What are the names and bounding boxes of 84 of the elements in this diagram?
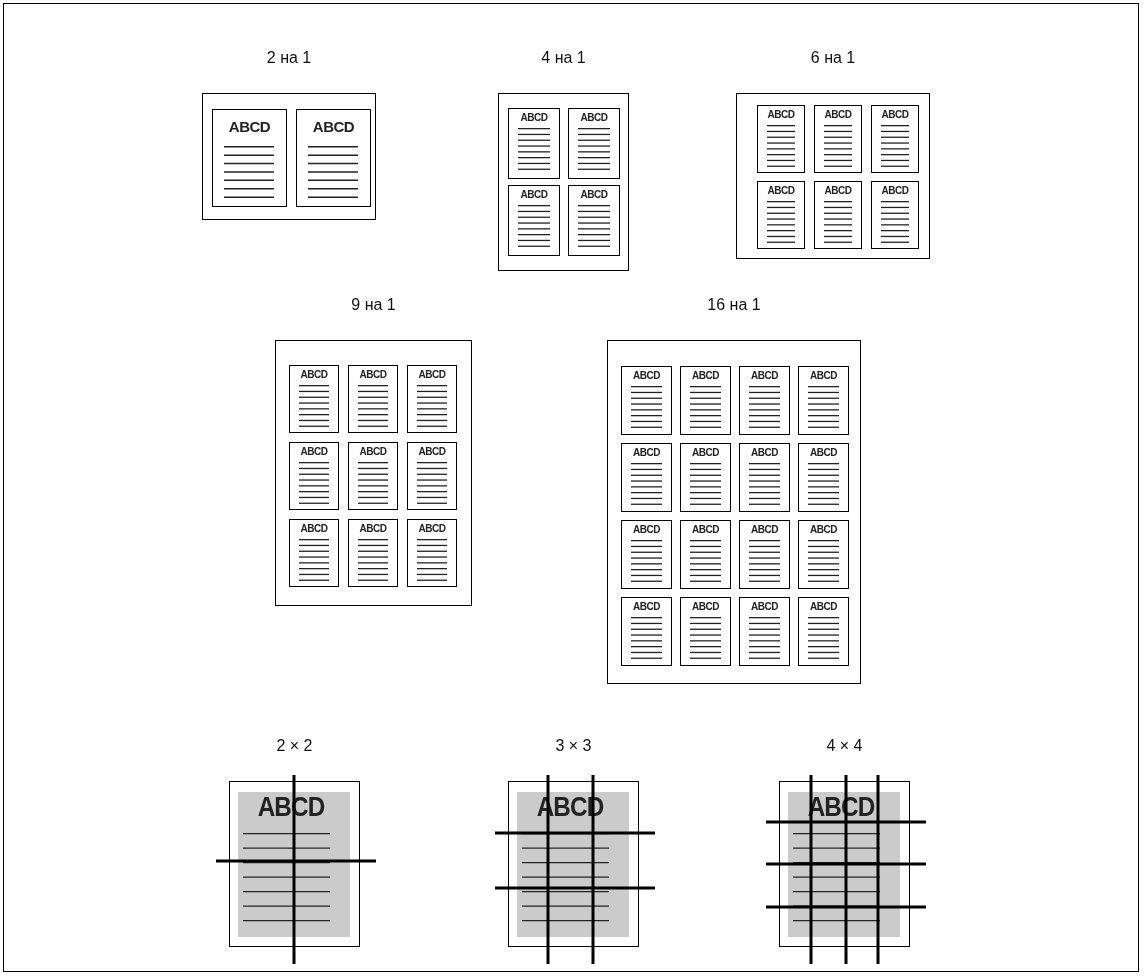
- page-thumbnail: [289, 442, 339, 510]
- page-thumbnail: [621, 520, 672, 589]
- page-thumbnail: [871, 105, 919, 173]
- page-title: ABCD: [580, 189, 608, 200]
- page-thumbnail: [348, 442, 398, 510]
- page-title: ABCD: [520, 189, 548, 200]
- page-title: ABCD: [810, 601, 837, 612]
- layout-heading: 4 × 4: [826, 737, 863, 755]
- page-thumbnail: [757, 181, 805, 249]
- page-title: ABCD: [418, 446, 446, 457]
- page-title: ABCD: [312, 118, 355, 135]
- layout-heading: 6 на 1: [810, 49, 856, 67]
- page-title: ABCD: [767, 109, 795, 120]
- page-thumbnail: [798, 366, 849, 435]
- page-thumbnail: [568, 108, 620, 179]
- page-thumbnail: [621, 597, 672, 666]
- page-title: ABCD: [633, 447, 660, 458]
- page-title: ABCD: [751, 524, 778, 535]
- page-thumbnail: [568, 185, 620, 256]
- printable-area: [238, 792, 350, 937]
- page-title: ABCD: [810, 524, 837, 535]
- page-title: ABCD: [751, 447, 778, 458]
- page-title: ABCD: [810, 447, 837, 458]
- page-thumbnail: [508, 185, 560, 256]
- page-thumbnail: [814, 105, 862, 173]
- page-thumbnail: [798, 597, 849, 666]
- page-thumbnail: [621, 443, 672, 512]
- page-thumbnail: [680, 443, 731, 512]
- page-thumbnail: [798, 443, 849, 512]
- page-thumbnail: [289, 519, 339, 587]
- page-thumbnail: [348, 365, 398, 433]
- page-thumbnail: [407, 519, 457, 587]
- page-thumbnail: [407, 365, 457, 433]
- page-title: ABCD: [418, 369, 446, 380]
- page-thumbnail: [348, 519, 398, 587]
- page-thumbnail: [757, 105, 805, 173]
- page-thumbnail: [739, 443, 790, 512]
- page-thumbnail: [871, 181, 919, 249]
- layout-heading: 4 на 1: [541, 49, 586, 67]
- page-title: ABCD: [228, 118, 271, 135]
- layout-heading: 2 × 2: [276, 737, 313, 755]
- page-title: ABCD: [300, 446, 328, 457]
- page-title: ABCD: [633, 370, 660, 381]
- page-thumbnail: [739, 597, 790, 666]
- page-title: ABCD: [359, 523, 387, 534]
- page-thumbnail: [212, 109, 287, 207]
- page-title: ABCD: [359, 369, 387, 380]
- page-title: ABCD: [881, 109, 909, 120]
- page-title: ABCD: [633, 601, 660, 612]
- page-thumbnail: [739, 520, 790, 589]
- page-title: ABCD: [692, 601, 719, 612]
- page-thumbnail: [798, 520, 849, 589]
- printable-area: [517, 792, 629, 937]
- page-thumbnail: [289, 365, 339, 433]
- page-title: ABCD: [692, 370, 719, 381]
- page-title: ABCD: [692, 524, 719, 535]
- page-thumbnail: [621, 366, 672, 435]
- page-title: ABCD: [751, 370, 778, 381]
- page-title: ABCD: [418, 523, 446, 534]
- layout-heading: 16 на 1: [707, 296, 761, 314]
- page-title: ABCD: [810, 370, 837, 381]
- page-title: ABCD: [580, 112, 608, 123]
- page-thumbnail: [739, 366, 790, 435]
- layout-heading: 3 × 3: [555, 737, 592, 755]
- page-title: ABCD: [881, 185, 909, 196]
- page-thumbnail: [814, 181, 862, 249]
- page-title: ABCD: [300, 369, 328, 380]
- layout-heading: 2 на 1: [266, 49, 312, 67]
- page-title: ABCD: [359, 446, 387, 457]
- page-title: ABCD: [692, 447, 719, 458]
- layout-heading: 9 на 1: [351, 296, 396, 314]
- page-thumbnail: [680, 520, 731, 589]
- page-title: ABCD: [300, 523, 328, 534]
- page-title: ABCD: [751, 601, 778, 612]
- page-title: ABCD: [633, 524, 660, 535]
- page-title: ABCD: [767, 185, 795, 196]
- page-title: ABCD: [824, 109, 852, 120]
- page-thumbnail: [296, 109, 371, 207]
- page-thumbnail: [508, 108, 560, 179]
- page-title: ABCD: [824, 185, 852, 196]
- page-thumbnail: [407, 442, 457, 510]
- page-title: ABCD: [520, 112, 548, 123]
- page-thumbnail: [680, 597, 731, 666]
- page-thumbnail: [680, 366, 731, 435]
